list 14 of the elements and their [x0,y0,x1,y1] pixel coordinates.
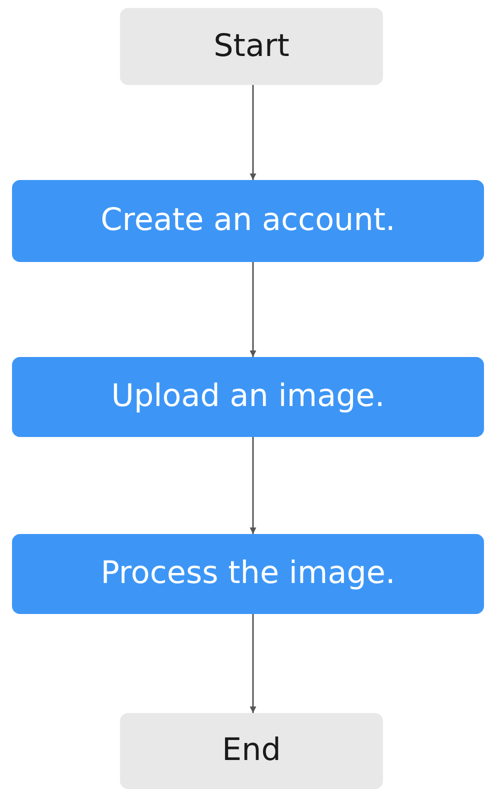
node-label: Create an account. [100,202,396,240]
process-box [12,534,484,614]
arrow [250,614,256,713]
node-label: Upload an image. [111,378,385,416]
node-label: Process the image. [100,555,396,593]
process-box [12,180,484,262]
node-label: End [222,732,281,770]
arrow [250,437,256,534]
terminal-box [120,713,383,789]
node-label: Start [214,28,290,66]
arrow [250,262,256,357]
arrow [250,85,256,180]
process-box [12,357,484,437]
terminal-box [120,8,383,85]
